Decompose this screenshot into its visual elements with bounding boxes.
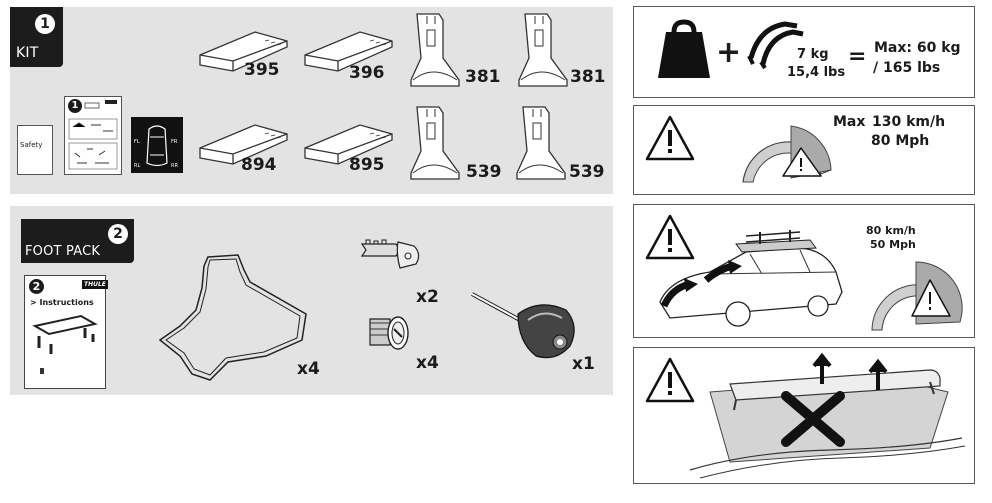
speedometer-icon: [742, 125, 832, 183]
speed-max-label: Max: [833, 114, 866, 130]
car-position-sticker: FL FR RL RR: [131, 117, 183, 173]
foot-icon: [516, 106, 566, 180]
rubber-pad-icon: [158, 254, 307, 381]
car-top-icon: [146, 125, 168, 167]
foot-icon: [518, 13, 568, 87]
safety-label: Safety: [20, 141, 43, 149]
foot-pack-badge-label: FOOT PACK: [25, 244, 101, 259]
foot-pack-manual-number: 2: [29, 279, 44, 294]
pad-icon: [199, 124, 288, 165]
key-icon: [360, 239, 420, 269]
max-load-lbs: / 165 lbs: [873, 60, 941, 76]
part-number-894: 894: [241, 155, 277, 175]
loaded-speed-mph: 50 Mph: [870, 238, 916, 251]
car-with-load-illustration: [659, 230, 843, 327]
plus-sign: +: [716, 35, 742, 70]
torque-tool-qty: x1: [572, 354, 595, 374]
bars-weight-lbs: 15,4 lbs: [787, 65, 846, 80]
equals-sign: =: [848, 44, 867, 69]
warning-icon: [645, 357, 695, 403]
foot-pack-manual-title: > Instructions: [30, 298, 94, 307]
part-number-381: 381: [570, 67, 606, 87]
car-label-fr: FR: [171, 139, 178, 145]
roof-lift-illustration: [689, 352, 966, 479]
foot-icon: [410, 13, 460, 87]
kit-manual: 1: [64, 96, 122, 175]
lock-cylinder-qty: x4: [416, 353, 439, 373]
loaded-speed-kmh: 80 km/h: [866, 224, 916, 237]
warning-icon: [645, 214, 695, 260]
bars-weight-kg: 7 kg: [797, 47, 829, 62]
foot-pack-manual: 2 THULE > Instructions: [24, 275, 108, 389]
speed-max-mph: 80 Mph: [871, 133, 930, 149]
warning-icon: [645, 115, 695, 161]
max-load-kg: Max: 60 kg: [874, 40, 961, 56]
part-number-539: 539: [569, 162, 605, 182]
roof-rack-illustration: [32, 314, 98, 374]
safety-booklet: Safety: [17, 125, 53, 175]
weight-icon: [658, 19, 710, 78]
manual-illustration: [68, 100, 118, 170]
kit-manual-number: 1: [68, 99, 82, 113]
torque-tool-icon: [471, 292, 575, 359]
foot-pack-badge-number: 2: [108, 224, 128, 244]
roof-bars-icon: [747, 21, 804, 70]
rubber-pad-qty: x4: [297, 359, 320, 379]
part-number-381: 381: [465, 67, 501, 87]
speed-max-kmh: 130 km/h: [872, 114, 946, 130]
part-number-395: 395: [244, 60, 280, 80]
pad-icon: [304, 31, 393, 72]
foot-pack-badge: 2 FOOT PACK: [21, 219, 134, 263]
key-qty: x2: [416, 287, 439, 307]
car-label-rl: RL: [134, 163, 141, 169]
thule-logo: THULE: [82, 280, 108, 289]
kit-badge-label: KIT: [16, 45, 39, 61]
foot-icon: [410, 106, 460, 180]
part-number-396: 396: [349, 63, 385, 83]
lock-cylinder-icon: [369, 316, 409, 350]
kit-badge-number: 1: [35, 14, 55, 34]
car-label-fl: FL: [134, 139, 140, 145]
pad-icon: [304, 124, 393, 165]
pad-icon: [199, 31, 288, 72]
part-number-539: 539: [466, 162, 502, 182]
kit-badge: 1 KIT: [10, 7, 63, 67]
part-number-895: 895: [349, 155, 385, 175]
car-label-rr: RR: [171, 163, 178, 169]
speedometer-icon: [871, 261, 963, 331]
